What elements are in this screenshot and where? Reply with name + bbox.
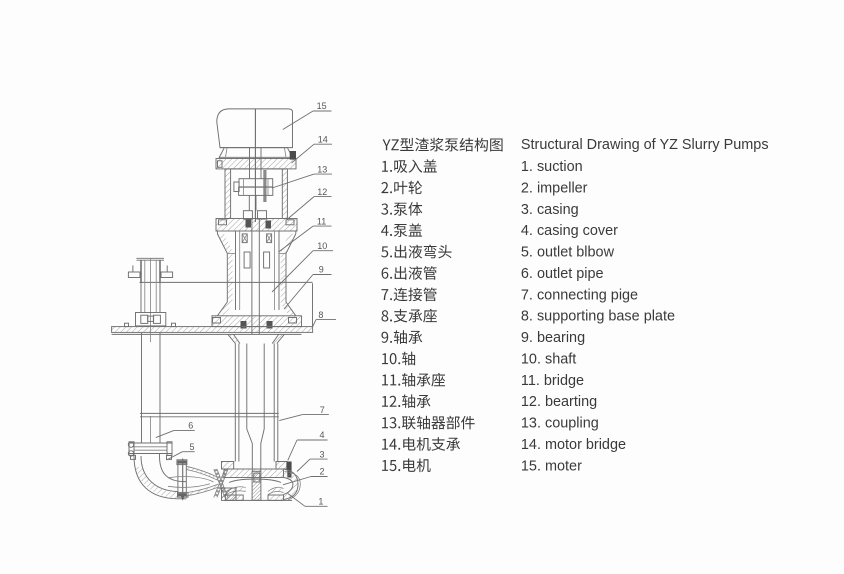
svg-text:6. outlet pipe: 6. outlet pipe <box>521 266 604 282</box>
svg-text:7: 7 <box>320 405 325 415</box>
svg-text:3: 3 <box>319 449 324 459</box>
svg-text:4: 4 <box>319 430 324 440</box>
svg-text:1: 1 <box>318 497 323 507</box>
svg-text:10. shaft: 10. shaft <box>521 351 576 367</box>
svg-text:15: 15 <box>317 101 327 111</box>
svg-text:11: 11 <box>317 216 326 226</box>
svg-text:12: 12 <box>317 187 327 197</box>
svg-text:8: 8 <box>318 310 323 320</box>
svg-text:4. casing cover: 4. casing cover <box>521 223 618 239</box>
svg-text:11. bridge: 11. bridge <box>521 373 584 389</box>
svg-text:2. impeller: 2. impeller <box>521 181 588 197</box>
svg-text:5. outlet blbow: 5. outlet blbow <box>521 245 615 261</box>
svg-text:8. supporting base plate: 8. supporting base plate <box>521 309 675 325</box>
svg-text:15. moter: 15. moter <box>521 458 582 474</box>
svg-text:2: 2 <box>319 467 324 477</box>
svg-text:3. casing: 3. casing <box>521 202 579 218</box>
svg-text:5: 5 <box>189 442 194 452</box>
svg-text:14: 14 <box>318 134 328 144</box>
svg-text:12. bearting: 12. bearting <box>521 394 597 410</box>
svg-text:9. bearing: 9. bearing <box>521 330 585 346</box>
svg-text:14. motor bridge: 14. motor bridge <box>521 437 626 453</box>
svg-text:1. suction: 1. suction <box>521 159 583 175</box>
svg-text:7. connecting pige: 7. connecting pige <box>521 287 638 303</box>
svg-text:13: 13 <box>317 164 327 174</box>
svg-text:Structural Drawing of YZ Slurr: Structural Drawing of YZ Slurry Pumps <box>521 137 769 153</box>
svg-text:9: 9 <box>319 265 324 275</box>
svg-text:13. coupling: 13. coupling <box>521 416 599 432</box>
svg-text:10: 10 <box>317 241 327 251</box>
svg-text:6: 6 <box>188 421 193 431</box>
